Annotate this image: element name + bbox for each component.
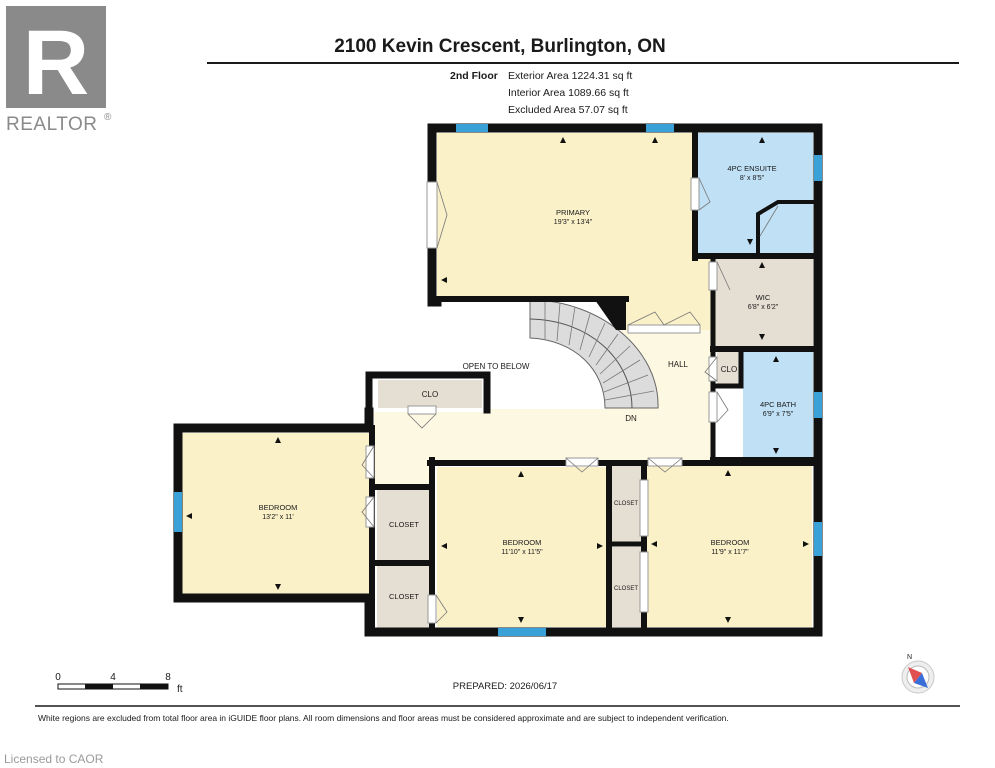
primary-extension-fill [626,258,713,330]
room-wic-dim: 6'8" x 6'2" [748,304,779,311]
realtor-logo: R REALTOR ® [6,6,118,136]
logo-registered-mark: ® [104,112,112,123]
room-bed-left-name: BEDROOM [259,503,298,512]
ensuite-fill [697,133,813,255]
clo-hall-fill [378,380,482,408]
primary-fill [437,133,695,299]
room-ensuite-name: 4PC ENSUITE [727,164,776,173]
compass-icon: N [901,654,935,694]
room-closet-b: CLOSET [389,592,419,601]
room-hall-name: HALL [668,360,689,369]
realtor-logo-mark: R REALTOR ® [6,6,112,135]
interior-area: Interior Area 1089.66 sq ft [508,87,629,99]
logo-monogram: R [23,12,89,114]
door-swings [361,177,779,624]
scale-bar: 0 4 8 ft [55,672,183,695]
room-open-to-below: OPEN TO BELOW [463,362,530,371]
room-bed-mid-dim: 11'10" x 11'5" [501,549,543,556]
stair-dn: DN [625,414,637,423]
bath-fill [743,352,813,458]
wic-fill [714,257,813,347]
scale-tick-0: 0 [55,672,61,683]
room-ensuite-dim: 8' x 8'5" [740,175,765,182]
room-closet-d: CLOSET [614,586,638,592]
licensed-to: Licensed to CAOR [4,752,104,766]
bed-left-fill [181,433,370,594]
bed-mid-fill [437,467,607,627]
room-bed-right-dim: 11'9" x 11'7" [711,549,749,556]
walls [173,123,823,637]
excluded-area: Excluded Area 57.07 sq ft [508,104,628,116]
room-closet-a: CLOSET [389,520,419,529]
logo-brand: REALTOR [6,114,98,135]
room-primary-name: PRIMARY [556,208,590,217]
closet-a-fill [377,490,429,561]
title-rule [207,62,959,64]
scale-tick-4: 4 [110,672,116,683]
windows [174,124,822,636]
room-bed-mid-name: BEDROOM [503,538,542,547]
room-closet-c: CLOSET [614,501,638,507]
doors [365,177,718,624]
closet-b-fill [377,566,429,628]
dimension-arrows [186,137,809,623]
compass-north-label: N [907,654,912,661]
bed-right-fill [646,466,812,627]
scale-unit: ft [177,684,183,695]
room-bath-dim: 6'9" x 7'5" [763,411,794,418]
page-title: 2100 Kevin Crescent, Burlington, ON [334,36,666,57]
room-bed-left-dim: 13'2" x 11' [262,514,294,521]
exterior-area: Exterior Area 1224.31 sq ft [508,70,633,82]
room-bath-name: 4PC BATH [760,400,796,409]
room-clo-hall: CLO [422,390,438,399]
room-labels: PRIMARY 19'3" x 13'4" 4PC ENSUITE 8' x 8… [259,164,796,601]
scale-tick-8: 8 [165,672,171,683]
closet-d-fill [612,547,642,627]
room-clo-right: CLO [721,365,737,374]
prepared-date: PREPARED: 2026/06/17 [453,681,557,692]
clo-right-fill [717,352,741,384]
room-wic-name: WIC [756,293,771,302]
closet-c-fill [612,466,642,542]
floor-label: 2nd Floor [450,70,498,82]
room-primary-dim: 19'3" x 13'4" [554,219,593,226]
room-bed-right-name: BEDROOM [711,538,750,547]
footer-note: White regions are excluded from total fl… [38,713,729,723]
staircase [529,299,659,409]
